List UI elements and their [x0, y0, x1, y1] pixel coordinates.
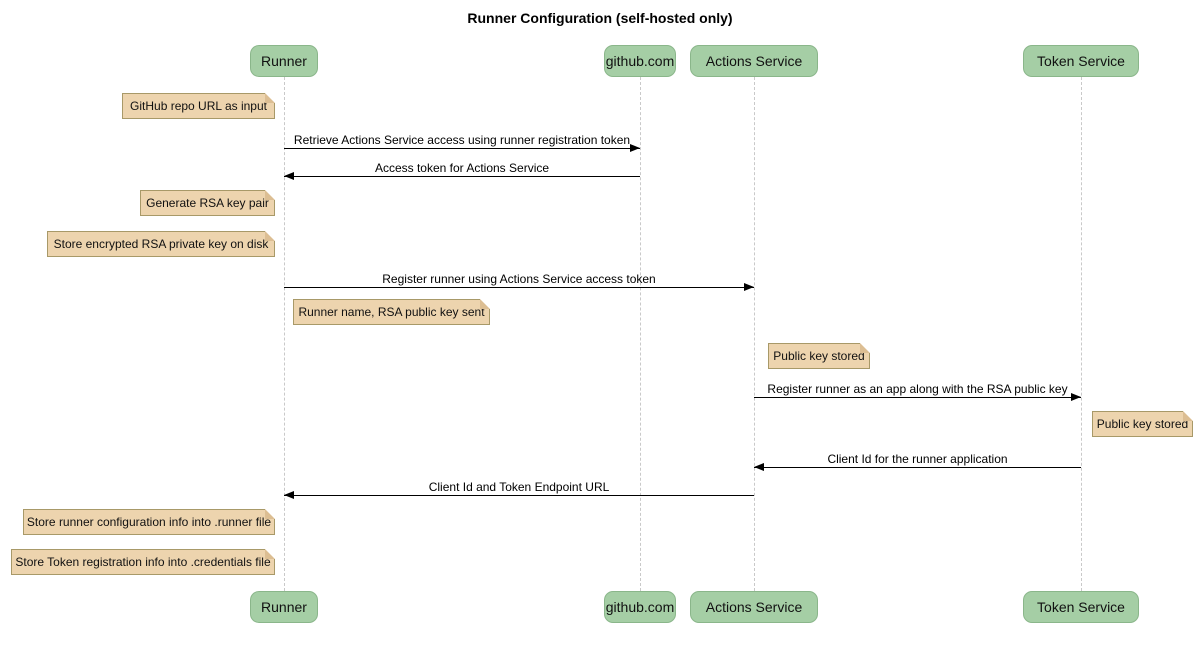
note-public-key-stored-actions: Public key stored	[768, 343, 870, 369]
lifeline-github	[640, 77, 641, 591]
actor-box-runner-bottom: Runner	[250, 591, 318, 623]
message-line	[754, 467, 1081, 468]
note-github-repo-url: GitHub repo URL as input	[122, 93, 275, 119]
message-label: Client Id and Token Endpoint URL	[428, 480, 610, 494]
actor-label: Runner	[261, 599, 307, 615]
arrowhead-left-icon	[754, 463, 764, 471]
actor-box-token-service-top: Token Service	[1023, 45, 1139, 77]
message-label: Register runner as an app along with the…	[767, 382, 1068, 396]
actor-box-actions-service-top: Actions Service	[690, 45, 818, 77]
note-runner-name-sent: Runner name, RSA public key sent	[293, 299, 490, 325]
arrowhead-right-icon	[744, 283, 754, 291]
lifeline-runner	[284, 77, 285, 591]
actor-box-token-service-bottom: Token Service	[1023, 591, 1139, 623]
diagram-title: Runner Configuration (self-hosted only)	[467, 10, 733, 26]
message-line	[284, 287, 754, 288]
actor-box-runner-top: Runner	[250, 45, 318, 77]
actor-label: Token Service	[1037, 53, 1125, 69]
arrowhead-right-icon	[1071, 393, 1081, 401]
message-line	[754, 397, 1081, 398]
message-label: Access token for Actions Service	[374, 161, 550, 175]
arrowhead-left-icon	[284, 491, 294, 499]
actor-label: Actions Service	[705, 53, 803, 69]
message-label: Client Id for the runner application	[827, 452, 1008, 466]
lifeline-actions-service	[754, 77, 755, 591]
actor-box-github-bottom: github.com	[604, 591, 676, 623]
message-line	[284, 495, 754, 496]
actor-label: Actions Service	[705, 599, 803, 615]
lifeline-token-service	[1081, 77, 1082, 591]
note-store-credentials-file: Store Token registration info into .cred…	[11, 549, 275, 575]
actor-label: github.com	[605, 599, 675, 615]
message-line	[284, 176, 640, 177]
message-line	[284, 148, 640, 149]
message-label: Retrieve Actions Service access using ru…	[293, 133, 631, 147]
arrowhead-right-icon	[630, 144, 640, 152]
note-generate-rsa: Generate RSA key pair	[140, 190, 275, 216]
actor-box-actions-service-bottom: Actions Service	[690, 591, 818, 623]
actor-label: github.com	[605, 53, 675, 69]
note-store-runner-file: Store runner configuration info into .ru…	[23, 509, 275, 535]
note-public-key-stored-token: Public key stored	[1092, 411, 1193, 437]
actor-label: Runner	[261, 53, 307, 69]
actor-box-github-top: github.com	[604, 45, 676, 77]
arrowhead-left-icon	[284, 172, 294, 180]
note-store-private-key: Store encrypted RSA private key on disk	[47, 231, 275, 257]
message-label: Register runner using Actions Service ac…	[382, 272, 656, 286]
actor-label: Token Service	[1037, 599, 1125, 615]
